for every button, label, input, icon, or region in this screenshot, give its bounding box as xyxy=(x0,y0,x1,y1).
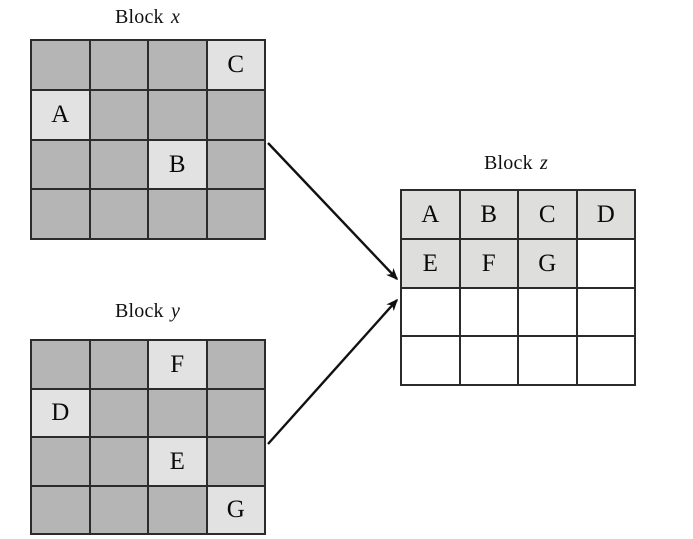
block-z-cell-r4c2 xyxy=(460,337,517,384)
block-x: Block x C A B xyxy=(0,0,295,245)
block-x-cell-r3c1 xyxy=(32,140,89,189)
block-x-cell-r2c2 xyxy=(90,90,147,139)
block-y-cell-r4c4: G xyxy=(207,486,264,533)
block-x-cell-r3c3: B xyxy=(149,140,206,189)
block-x-cell-r2c1: A xyxy=(32,90,89,139)
block-z-cell-r3c1 xyxy=(402,288,459,336)
block-z-cell-r2c1: E xyxy=(402,239,459,287)
block-z-cell-r2c2: F xyxy=(460,239,517,287)
block-y-cell-r2c4 xyxy=(207,389,264,436)
block-y-title-prefix: Block xyxy=(114,300,164,322)
block-z-cell-r4c4 xyxy=(577,337,634,384)
block-y-cell-r3c4 xyxy=(207,438,264,485)
block-x-cell-r1c3 xyxy=(149,41,206,89)
block-z-cell-r1c1: A xyxy=(402,191,459,238)
block-y-cell-r2c3 xyxy=(149,389,206,436)
block-x-cell-r1c1 xyxy=(32,41,89,89)
block-y-cell-r1c2 xyxy=(90,341,147,388)
block-y-cell-r2c2 xyxy=(90,389,147,436)
block-y-cell-r3c3: E xyxy=(149,438,206,485)
block-x-cell-r4c2 xyxy=(90,190,147,238)
block-y-cell-r3c1 xyxy=(32,438,89,485)
block-x-title: Block x xyxy=(0,6,295,28)
block-z-cell-r3c4 xyxy=(577,288,634,336)
block-y-cell-r4c1 xyxy=(32,486,89,533)
block-y-cell-r3c2 xyxy=(90,438,147,485)
block-x-cell-r4c4 xyxy=(207,190,264,238)
block-z-cell-r1c3: C xyxy=(519,191,576,238)
block-y-cell-r2c1: D xyxy=(32,389,89,436)
block-x-cell-r3c4 xyxy=(207,140,264,189)
block-x-cell-r4c1 xyxy=(32,190,89,238)
block-y-cell-r1c4 xyxy=(207,341,264,388)
block-x-cell-r1c2 xyxy=(90,41,147,89)
block-y-title-variable: y xyxy=(170,300,181,322)
block-y-cell-r4c2 xyxy=(90,486,147,533)
block-y-cell-r1c1 xyxy=(32,341,89,388)
block-z-cell-r1c2: B xyxy=(460,191,517,238)
block-z-title: Block z xyxy=(398,152,634,174)
block-x-cell-r1c4: C xyxy=(207,41,264,89)
block-z-cell-r3c2 xyxy=(460,288,517,336)
block-z-title-variable: z xyxy=(540,152,548,174)
block-z-cell-r3c3 xyxy=(519,288,576,336)
block-x-title-prefix: Block xyxy=(114,6,164,28)
block-x-grid: C A B xyxy=(30,39,266,240)
block-x-cell-r4c3 xyxy=(149,190,206,238)
block-x-title-variable: x xyxy=(170,6,181,28)
block-y-cell-r1c3: F xyxy=(149,341,206,388)
block-y-title: Block y xyxy=(0,300,295,322)
block-z-title-prefix: Block xyxy=(484,152,533,174)
block-z-cell-r4c3 xyxy=(519,337,576,384)
block-z-cell-r2c4 xyxy=(577,239,634,287)
block-z-cell-r4c1 xyxy=(402,337,459,384)
block-x-cell-r2c4 xyxy=(207,90,264,139)
block-y-cell-r4c3 xyxy=(149,486,206,533)
block-z-cell-r1c4: D xyxy=(577,191,634,238)
block-x-cell-r3c2 xyxy=(90,140,147,189)
block-z-cell-r2c3: G xyxy=(519,239,576,287)
block-x-cell-r2c3 xyxy=(149,90,206,139)
